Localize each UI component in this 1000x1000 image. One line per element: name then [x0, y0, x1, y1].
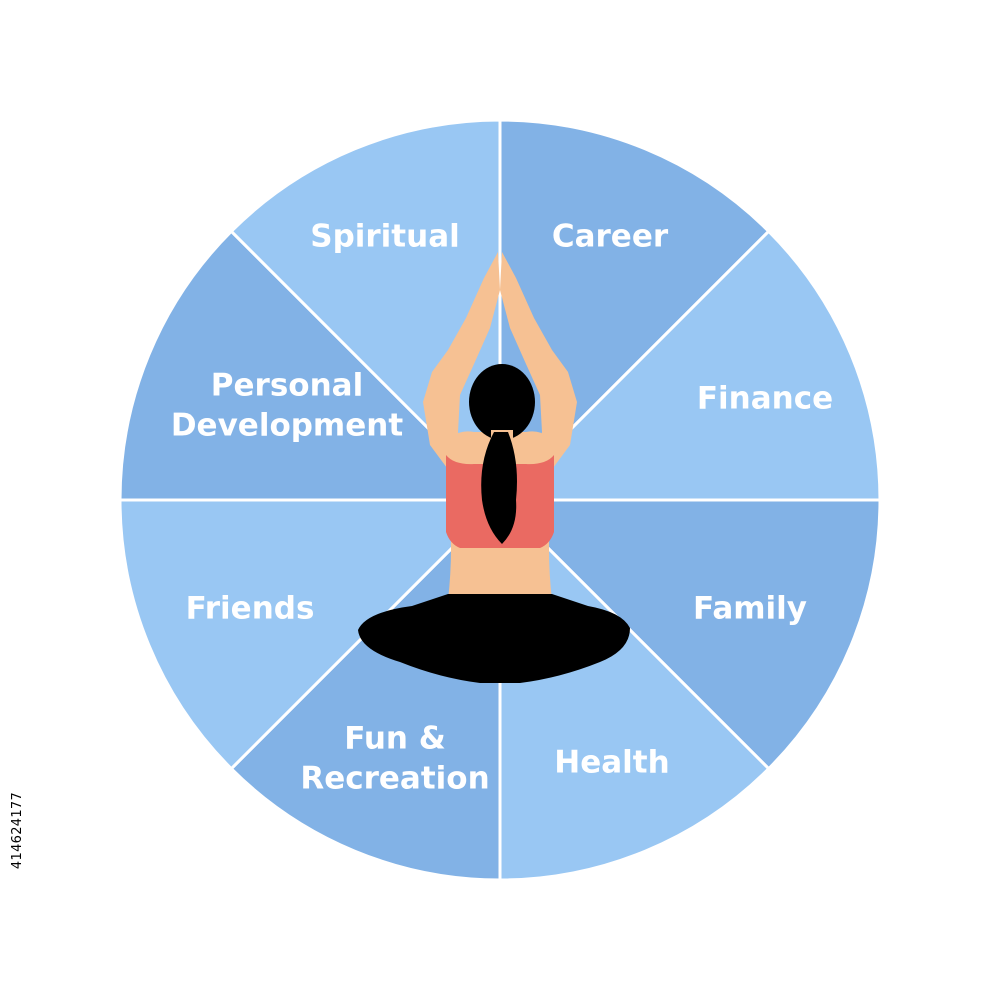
label-family: Family — [693, 591, 807, 627]
label-health: Health — [554, 745, 669, 781]
segment-friends — [118, 498, 504, 771]
segment-family — [496, 498, 882, 771]
segment-health — [498, 496, 771, 882]
label-personal-development-line2: Development — [171, 408, 403, 444]
label-personal-development-line1: Personal — [211, 368, 363, 404]
stock-image-id-text: 414624177 — [10, 791, 26, 869]
label-career: Career — [552, 219, 669, 255]
segment-personal-development — [118, 229, 504, 502]
right-arm — [500, 252, 577, 468]
label-friends: Friends — [186, 591, 315, 627]
meditating-woman-figure — [358, 252, 630, 683]
label-finance: Finance — [697, 381, 833, 417]
ponytail — [481, 432, 517, 544]
label-fun-recreation-line2: Recreation — [300, 761, 489, 797]
segment-fun-recreation — [229, 496, 502, 882]
label-spiritual: Spiritual — [310, 219, 460, 255]
head — [469, 364, 535, 440]
stock-image-id: 414624177 — [4, 770, 32, 890]
label-fun-recreation-line1: Fun & — [344, 721, 446, 757]
left-arm — [423, 252, 500, 468]
crossed-legs — [358, 594, 630, 683]
segment-finance — [496, 229, 882, 502]
